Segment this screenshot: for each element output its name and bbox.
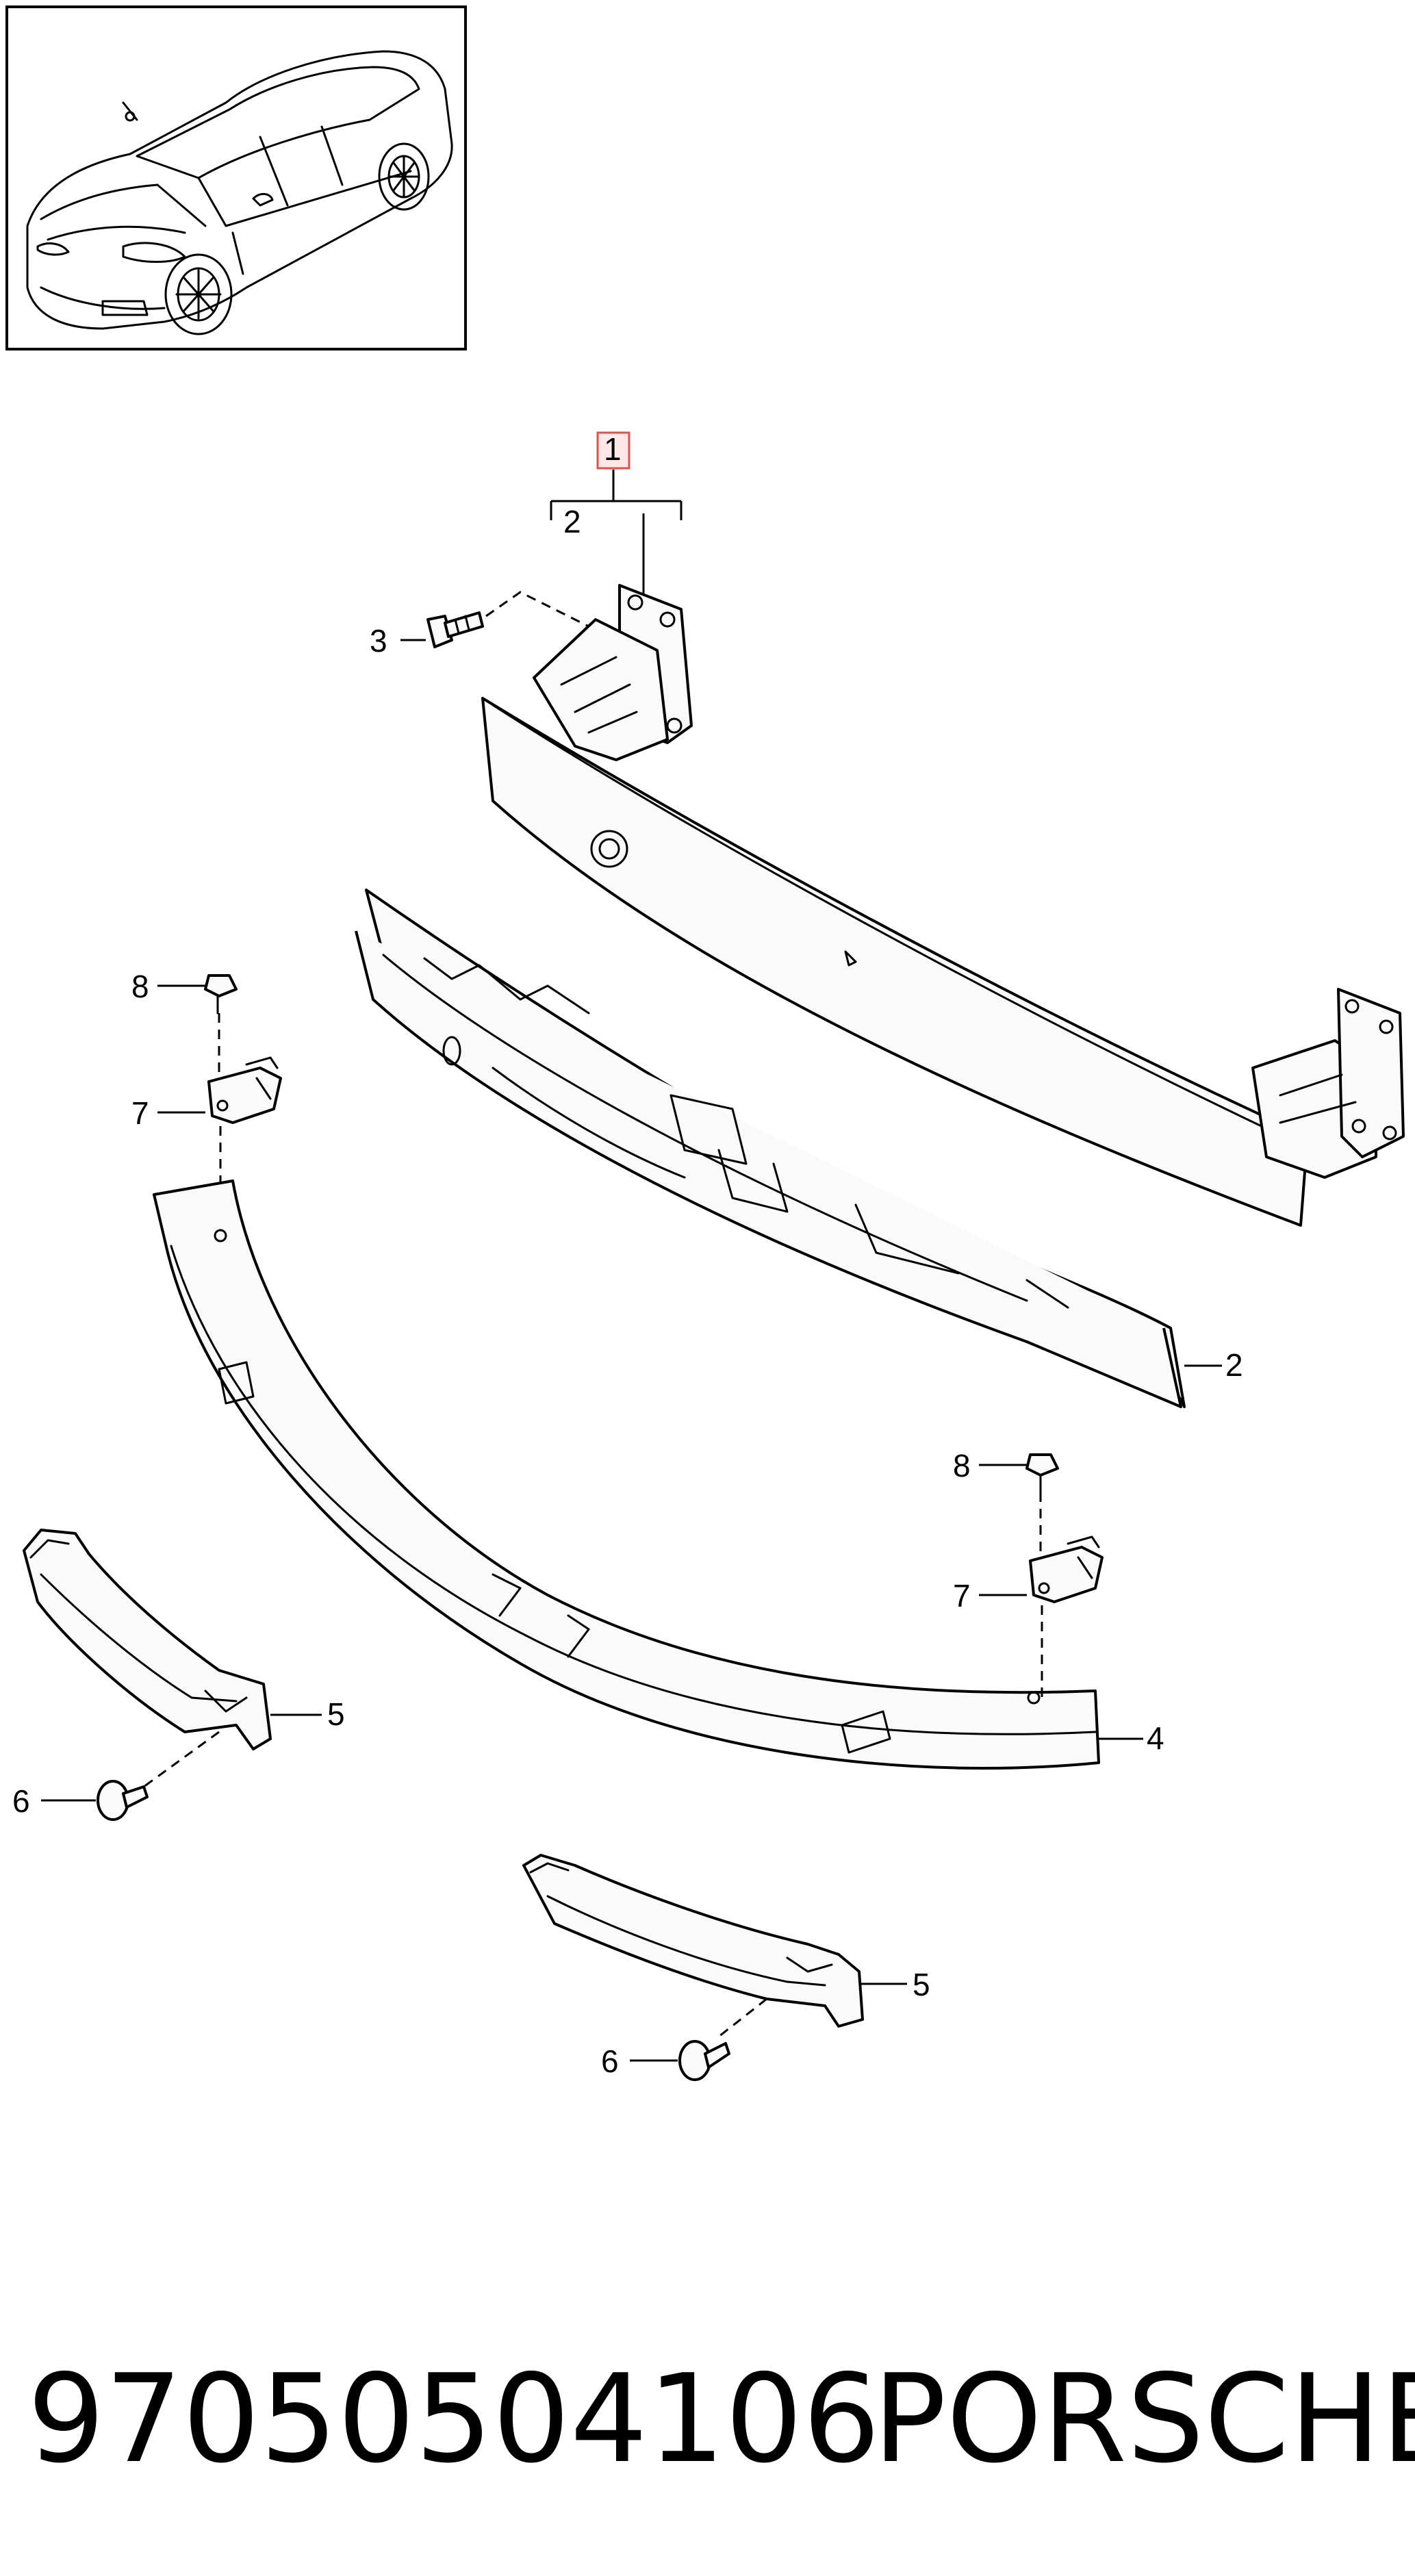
callout-6-right: 6 [601,2043,619,2079]
screw-6-right [678,2040,730,2081]
callout-5-right: 5 [913,1967,930,2002]
screw-6-right-path [718,1998,767,2038]
screw-8-left [204,974,238,1015]
guide-bracket-5-left [23,1529,272,1750]
bolt-3-path [485,591,589,628]
vehicle-thumbnail [5,5,467,350]
callout-1: 1 [604,431,622,467]
callout-3: 3 [370,623,387,659]
callout-8-right: 8 [953,1448,971,1483]
part-number: 97050504106 [27,2348,880,2490]
callout-1-box [596,431,630,470]
energy-absorber-foam [355,889,1186,1408]
guide-bracket-5-right [522,1854,864,2028]
callout-5-left: 5 [327,1696,345,1732]
bolt-3 [426,611,484,648]
sensor-bracket-7-right [1029,1535,1104,1603]
callout-2: 2 [1225,1347,1243,1383]
callout-2-top: 2 [563,504,581,539]
screw-6-left [97,1780,149,1821]
lower-stiffener [153,1179,1100,1770]
callout-6-left: 6 [12,1783,30,1819]
brand-name: PORSCHE [873,2348,1415,2490]
screw-6-left-path [143,1731,220,1788]
callout-4: 4 [1147,1720,1164,1756]
sensor-bracket-7-left [207,1056,282,1124]
screw-8-right [1025,1453,1059,1494]
bumper-reinforcement-beam [481,584,1405,1227]
assembly-bracket [550,470,683,520]
callout-7-left: 7 [131,1095,149,1131]
callout-7-right: 7 [953,1578,971,1614]
callout-8-left: 8 [131,969,149,1004]
